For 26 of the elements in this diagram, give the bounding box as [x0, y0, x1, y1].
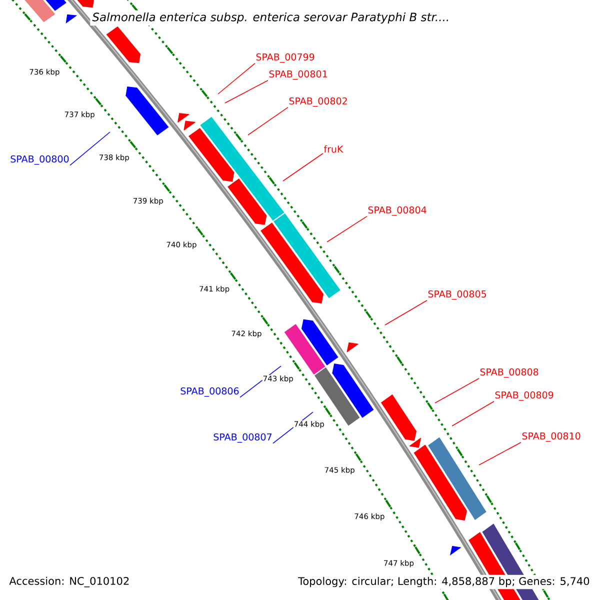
leader-line [434, 378, 480, 404]
leader-line [326, 216, 368, 242]
gene-label: SPAB_00802 [289, 97, 347, 107]
gene-label: SPAB_00800 [10, 155, 69, 165]
leader-line [218, 62, 256, 94]
gene-label: SPAB_00806 [180, 387, 239, 397]
title: Salmonella enterica subsp. enterica serovar Paratyphi B str.... [90, 10, 452, 26]
leader-line [452, 400, 494, 426]
info-text: Topology: circular; Length: 4,858,887 bp; Genes: 5,740 [296, 574, 592, 590]
gene-label: SPAB_00808 [480, 368, 538, 378]
leader-line [384, 300, 428, 326]
gene-label: SPAB_00809 [495, 391, 554, 401]
gene-label: SPAB_00810 [522, 432, 580, 442]
leader-line [248, 106, 288, 136]
leader-line [478, 442, 522, 466]
leader-line [224, 80, 268, 104]
info-text: Accession: NC_010102 [7, 574, 132, 590]
gene-label: SPAB_00801 [269, 70, 327, 80]
gene-label: SPAB_00805 [428, 290, 486, 300]
gene-label: SPAB_00799 [256, 53, 314, 63]
gene-label: SPAB_00807 [214, 433, 272, 443]
leader-line [70, 132, 110, 166]
leader-line [282, 152, 324, 182]
gene-label: fruK [324, 145, 344, 153]
leader-line [240, 366, 282, 398]
gene-label: SPAB_00804 [368, 206, 426, 216]
